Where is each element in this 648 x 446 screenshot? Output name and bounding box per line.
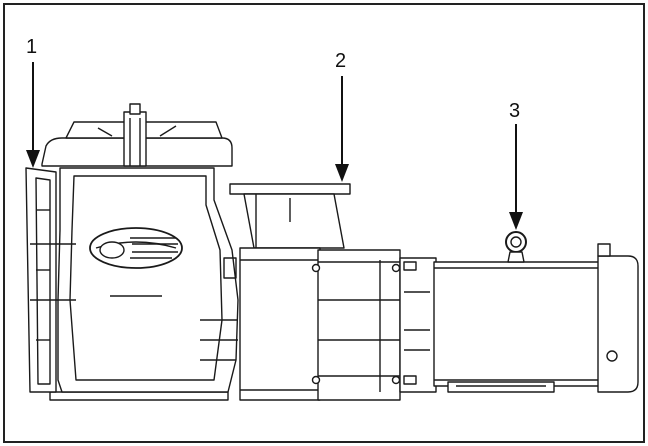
lifting-eye xyxy=(505,231,527,263)
callout-arrow-1 xyxy=(26,62,40,168)
callout-arrow-3 xyxy=(509,124,523,230)
discharge-port xyxy=(229,183,351,249)
motor xyxy=(433,243,639,393)
callout-number-3: 3 xyxy=(509,100,520,122)
diagram-border xyxy=(3,3,645,443)
pump-volute xyxy=(239,247,401,401)
strainer-lid xyxy=(41,103,233,167)
callout-number-1: 1 xyxy=(26,36,37,58)
brand-emblem xyxy=(89,227,183,269)
strainer-housing xyxy=(25,167,239,401)
motor-adapter xyxy=(399,257,437,393)
callout-arrow-2 xyxy=(335,76,349,182)
callout-number-2: 2 xyxy=(335,50,346,72)
